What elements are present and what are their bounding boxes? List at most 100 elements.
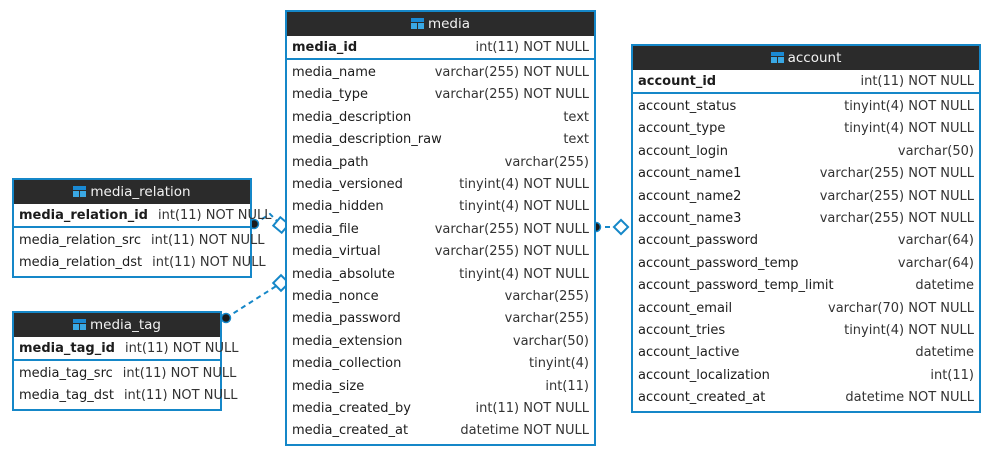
column-type: varchar(50) <box>897 143 974 159</box>
table-row[interactable]: account_id int(11) NOT NULL <box>633 70 979 92</box>
column-type: varchar(50) <box>512 333 589 349</box>
column-name: media_hidden <box>292 199 384 215</box>
column-type: varchar(70) NOT NULL <box>828 300 974 316</box>
entity-media-tag-header: media_tag <box>14 313 220 337</box>
column-type: varchar(64) <box>897 255 974 271</box>
table-row[interactable]: account_type tinyint(4) NOT NULL <box>633 118 979 140</box>
column-name: media_path <box>292 154 369 170</box>
table-row[interactable]: media_relation_src int(11) NOT NULL <box>14 229 265 251</box>
edge-endpoint-diamond <box>612 218 630 236</box>
column-name: account_password_temp_limit <box>638 278 834 294</box>
entity-media[interactable]: media media_id int(11) NOT NULL media_na… <box>285 10 596 447</box>
column-type: int(11) NOT NULL <box>860 73 974 89</box>
table-row[interactable]: account_created_at datetime NOT NULL <box>633 386 979 408</box>
table-row[interactable]: media_tag_id int(11) NOT NULL <box>14 337 238 359</box>
entity-media-primary-key: media_id int(11) NOT NULL <box>287 36 594 61</box>
entity-account[interactable]: account account_id int(11) NOT NULL acco… <box>631 44 981 413</box>
table-icon <box>410 18 424 29</box>
relationship-media-account[interactable] <box>590 218 630 236</box>
column-name: media_nonce <box>292 288 379 304</box>
column-name: media_relation_src <box>19 233 142 249</box>
entity-media-title: media <box>427 16 471 32</box>
table-row[interactable]: account_email varchar(70) NOT NULL <box>633 297 979 319</box>
column-name: account_tries <box>638 322 726 338</box>
column-name: account_status <box>638 99 737 115</box>
column-type: varchar(255) <box>504 288 589 304</box>
column-type: tinyint(4) NOT NULL <box>459 177 589 193</box>
table-row[interactable]: account_name3 varchar(255) NOT NULL <box>633 207 979 229</box>
column-type: tinyint(4) NOT NULL <box>844 121 974 137</box>
column-type: int(11) NOT NULL <box>151 233 265 249</box>
entity-account-title: account <box>787 50 842 66</box>
column-type: varchar(255) NOT NULL <box>819 211 974 227</box>
table-icon <box>73 319 87 330</box>
column-name: account_login <box>638 143 728 159</box>
column-type: varchar(64) <box>897 233 974 249</box>
table-row[interactable]: media_id int(11) NOT NULL <box>287 36 594 58</box>
table-row[interactable]: account_password_temp varchar(64) <box>633 252 979 274</box>
table-row[interactable]: media_relation_id int(11) NOT NULL <box>14 204 272 226</box>
column-name: account_created_at <box>638 390 766 406</box>
column-type: datetime NOT NULL <box>460 423 589 439</box>
column-name: media_password <box>292 311 401 327</box>
entity-media-tag-primary-key: media_tag_id int(11) NOT NULL <box>14 337 238 362</box>
entity-account-header: account <box>633 46 979 70</box>
column-name: account_password_temp <box>638 255 799 271</box>
column-name: media_description <box>292 109 412 125</box>
column-name: media_collection <box>292 356 402 372</box>
table-row[interactable]: media_password varchar(255) <box>287 308 594 330</box>
column-type: datetime NOT NULL <box>845 390 974 406</box>
column-name: media_name <box>292 65 376 81</box>
table-row[interactable]: account_login varchar(50) <box>633 140 979 162</box>
column-type: text <box>563 132 589 148</box>
table-row[interactable]: media_nonce varchar(255) <box>287 285 594 307</box>
column-type: varchar(255) NOT NULL <box>434 87 589 103</box>
column-name: account_lactive <box>638 345 740 361</box>
relationship-media_tag-media[interactable] <box>220 273 291 324</box>
entity-media-tag-title: media_tag <box>90 317 161 333</box>
column-name: account_type <box>638 121 726 137</box>
table-row[interactable]: account_status tinyint(4) NOT NULL <box>633 95 979 117</box>
column-name: media_tag_src <box>19 366 113 382</box>
entity-media-relation-primary-key: media_relation_id int(11) NOT NULL <box>14 204 272 229</box>
column-name: media_virtual <box>292 244 381 260</box>
column-type: varchar(255) <box>504 311 589 327</box>
column-name: account_name3 <box>638 211 742 227</box>
column-type: int(11) NOT NULL <box>475 39 589 55</box>
column-type: tinyint(4) NOT NULL <box>844 99 974 115</box>
entity-media-relation-header: media_relation <box>14 180 250 204</box>
entity-media-relation[interactable]: media_relation media_relation_id int(11)… <box>12 178 272 279</box>
table-icon <box>770 52 784 63</box>
entity-account-primary-key: account_id int(11) NOT NULL <box>633 70 979 95</box>
entity-media-tag[interactable]: media_tag media_tag_id int(11) NOT NULL … <box>12 311 238 412</box>
column-name: account_email <box>638 300 733 316</box>
column-name: account_localization <box>638 367 770 383</box>
